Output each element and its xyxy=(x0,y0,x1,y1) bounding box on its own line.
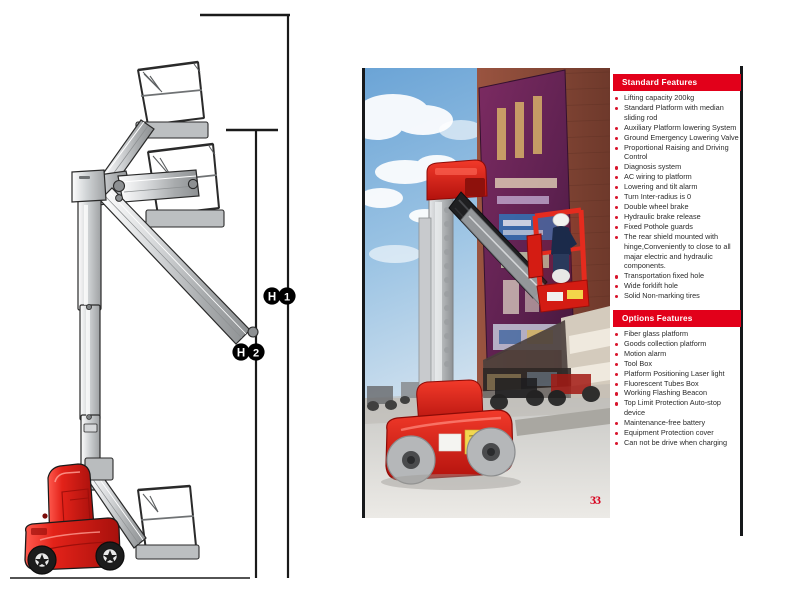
wheel-rear xyxy=(27,545,57,575)
list-item: Fixed Pothole guards xyxy=(613,222,741,232)
list-item: Transportation fixed hole xyxy=(613,271,741,281)
list-item: Double wheel brake xyxy=(613,202,741,212)
list-item: Platform Positioning Laser light xyxy=(613,369,741,379)
standard-features-header: Standard Features xyxy=(613,74,741,91)
list-item: Turn Inter-radius is 0 xyxy=(613,192,741,202)
list-item: Fiber glass platform xyxy=(613,329,741,339)
svg-text:H: H xyxy=(268,292,276,304)
list-item: Equipment Protection cover xyxy=(613,428,741,438)
list-item-continuation: hinge,Conveniently to close to all xyxy=(624,241,731,251)
options-features-header: Options Features xyxy=(613,310,741,328)
list-item: Lowering and tilt alarm xyxy=(613,182,741,192)
list-item-continuation: Control xyxy=(624,152,648,162)
list-item: Top Limit Protection Auto-stop xyxy=(613,398,741,408)
features-panel: Standard Features Lifting capacity 200kg… xyxy=(613,74,741,449)
list-item: Working Flashing Beacon xyxy=(613,389,741,398)
photo-wheel-right xyxy=(466,427,516,477)
reach-diagram: H 1 H 2 xyxy=(0,0,330,603)
upper-boom-arm xyxy=(117,169,200,203)
list-item: The rear shield mounted with xyxy=(613,232,741,242)
list-item-continuation: components. xyxy=(624,261,666,271)
product-photo: 33 xyxy=(362,68,610,518)
list-item: Solid Non-marking tires xyxy=(613,291,741,301)
list-item: Maintenance-free battery xyxy=(613,418,741,428)
list-item: Standard Platform with median xyxy=(613,103,741,113)
list-item: Proportional Raising and Driving xyxy=(613,143,741,153)
machine-stowed xyxy=(24,457,200,575)
machine-ghost-mid xyxy=(77,142,259,345)
list-item: Auxiliary Platform lowering System xyxy=(613,123,741,133)
list-item: Lifting capacity 200kg xyxy=(613,93,741,103)
list-item-continuation: majar electric and hydraulic xyxy=(624,251,713,261)
list-item: Motion alarm xyxy=(613,349,741,359)
boom-pivot-upper xyxy=(112,179,126,193)
h2-label: H 2 xyxy=(232,343,265,361)
options-features-list: Fiber glass platform Goods collection pl… xyxy=(613,327,741,448)
list-item: Ground Emergency Lowering Valve xyxy=(613,133,741,143)
list-item-continuation: device xyxy=(624,408,646,418)
wheel-front xyxy=(95,541,125,571)
operator xyxy=(551,213,577,283)
list-item: AC wiring to platform xyxy=(613,172,741,182)
svg-text:H: H xyxy=(237,348,245,360)
list-item: Hydraulic brake release xyxy=(613,212,741,222)
list-item-continuation: sliding rod xyxy=(624,112,658,122)
list-item: Diagnosis system xyxy=(613,162,741,172)
right-content-block: 33 Standard Features Lifting capacity 20… xyxy=(358,62,758,536)
svg-text:2: 2 xyxy=(253,348,259,360)
list-item: Can not be drive when charging xyxy=(613,438,741,448)
standard-features-list: Lifting capacity 200kg Standard Platform… xyxy=(613,91,741,301)
page-number: 33 xyxy=(590,493,601,507)
svg-text:1: 1 xyxy=(284,292,290,304)
list-item: Tool Box xyxy=(613,359,741,369)
h1-label: H 1 xyxy=(263,287,296,305)
list-item: Wide forklift hole xyxy=(613,281,741,291)
list-item: Fluorescent Tubes Box xyxy=(613,379,741,389)
list-item: Goods collection platform xyxy=(613,339,741,349)
platform-basket-stowed xyxy=(135,484,200,560)
photo-wheel-left xyxy=(386,435,436,485)
mast-head xyxy=(71,169,107,203)
platform-basket-top xyxy=(135,60,209,139)
right-vertical-rule xyxy=(740,66,743,536)
telescopic-mast xyxy=(77,197,102,491)
machine-ghost-upper xyxy=(99,60,209,189)
